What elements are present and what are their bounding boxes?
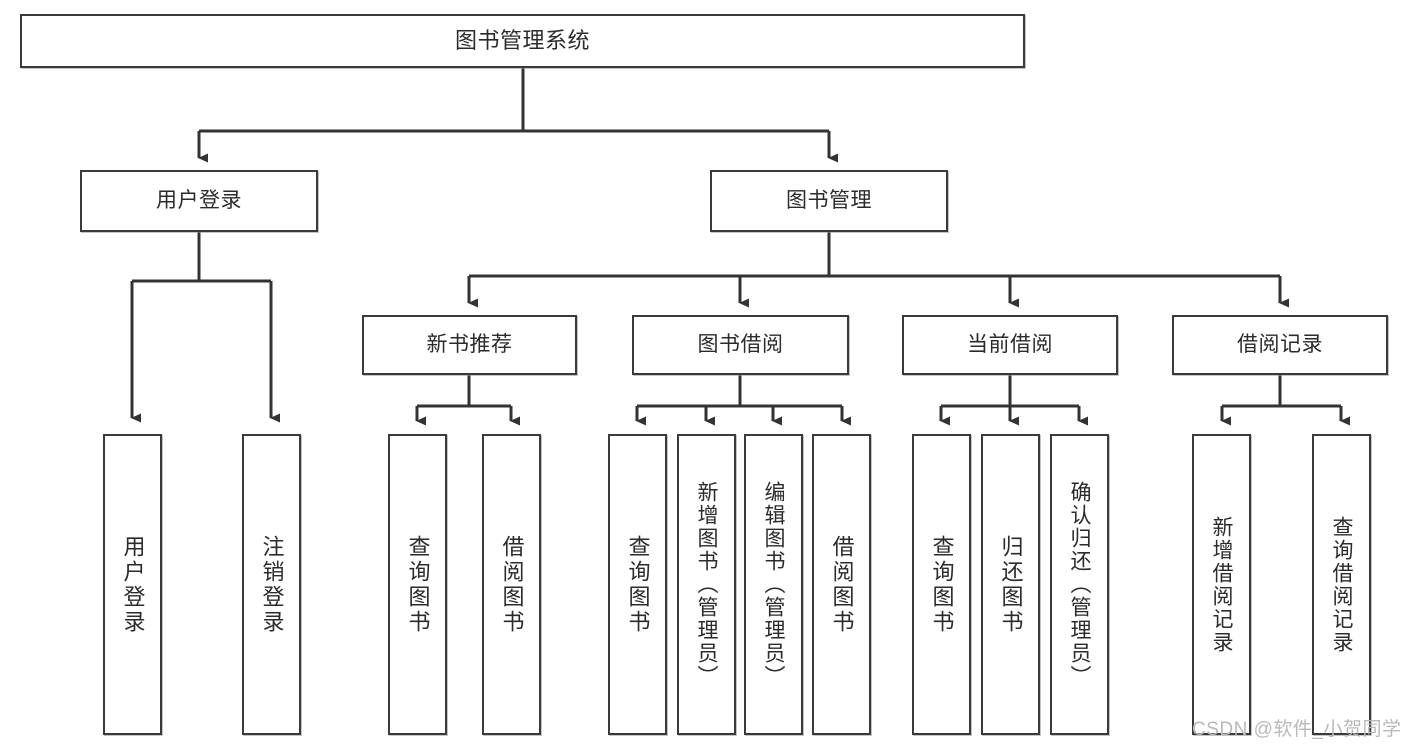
node-label: 查询图书	[929, 534, 955, 635]
leaf-query-book-newbook[interactable]: 查询图书	[388, 434, 447, 735]
node-label: 用户登录	[120, 534, 146, 635]
node-label: 当前借阅	[967, 333, 1053, 357]
node-label: 图书借阅	[697, 333, 784, 357]
leaf-edit-book-admin[interactable]: 编辑图书（管理员）	[744, 434, 803, 735]
node-label: 查询借阅记录	[1330, 515, 1353, 654]
node-label: 图书管理	[786, 189, 872, 213]
node-new-book-recommend[interactable]: 新书推荐	[362, 315, 577, 375]
node-label: 注销登录	[259, 534, 285, 635]
leaf-add-book-admin[interactable]: 新增图书（管理员）	[677, 434, 736, 735]
leaf-borrow-book[interactable]: 借阅图书	[812, 434, 871, 735]
node-borrow-records[interactable]: 借阅记录	[1172, 315, 1388, 375]
leaf-return-book[interactable]: 归还图书	[981, 434, 1040, 735]
node-label: 新增图书（管理员）	[695, 481, 718, 688]
node-label: 借阅图书	[829, 534, 855, 635]
leaf-confirm-return-admin[interactable]: 确认归还（管理员）	[1050, 434, 1109, 735]
node-current-borrow[interactable]: 当前借阅	[902, 315, 1118, 375]
node-root-system[interactable]: 图书管理系统	[20, 14, 1025, 68]
leaf-user-login[interactable]: 用户登录	[103, 434, 162, 735]
leaf-query-book-current[interactable]: 查询图书	[912, 434, 971, 735]
node-label: 确认归还（管理员）	[1068, 481, 1091, 688]
node-label: 新增借阅记录	[1210, 515, 1233, 654]
watermark-text: CSDN @软件_小贺同学	[1192, 719, 1402, 740]
node-book-borrow[interactable]: 图书借阅	[632, 315, 849, 375]
node-label: 借阅记录	[1237, 333, 1323, 357]
leaf-query-borrow-record[interactable]: 查询借阅记录	[1312, 434, 1371, 735]
leaf-logout[interactable]: 注销登录	[242, 434, 301, 735]
leaf-add-borrow-record[interactable]: 新增借阅记录	[1192, 434, 1251, 735]
node-label: 图书管理系统	[454, 27, 590, 53]
node-label: 查询图书	[405, 534, 431, 635]
node-label: 编辑图书（管理员）	[762, 481, 785, 688]
node-label: 查询图书	[625, 534, 651, 635]
leaf-borrow-book-newbook[interactable]: 借阅图书	[482, 434, 541, 735]
node-label: 归还图书	[998, 534, 1024, 635]
node-book-management[interactable]: 图书管理	[710, 170, 948, 232]
node-label: 用户登录	[156, 189, 242, 213]
leaf-query-book-borrow[interactable]: 查询图书	[608, 434, 667, 735]
node-user-login[interactable]: 用户登录	[80, 170, 318, 232]
node-label: 借阅图书	[499, 534, 525, 635]
node-label: 新书推荐	[426, 333, 513, 357]
